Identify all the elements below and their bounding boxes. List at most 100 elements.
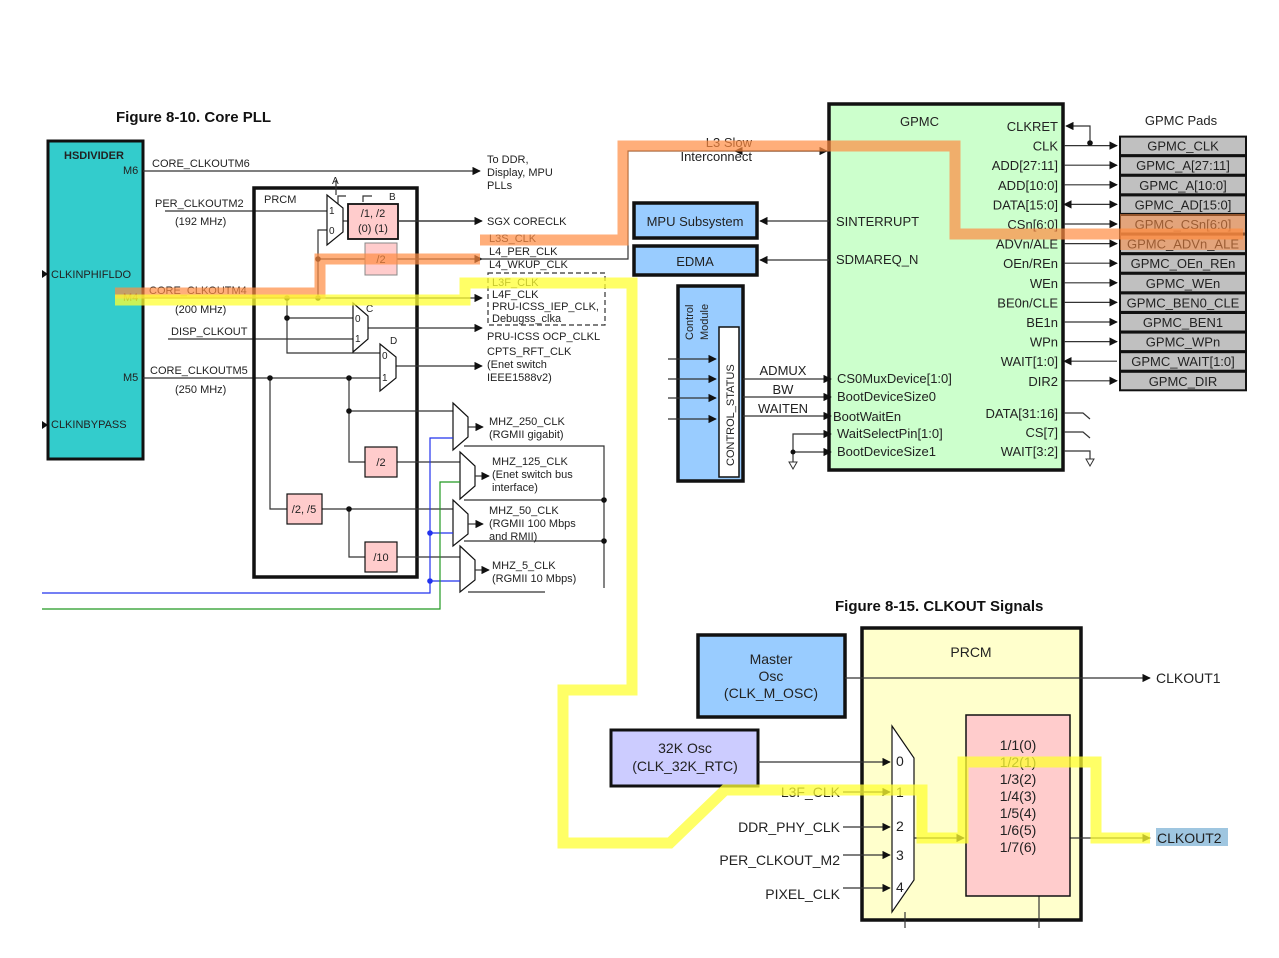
mux-index: 3 [896, 847, 904, 863]
out-mhz125-3: interface) [492, 482, 538, 494]
svg-text:MPU Subsystem: MPU Subsystem [647, 214, 744, 229]
svg-text:Osc: Osc [759, 668, 784, 684]
signal-waiten: WAITEN [758, 401, 808, 416]
svg-text:PRCM: PRCM [950, 644, 991, 660]
out-mhz5-2: (RGMII 10 Mbps) [492, 573, 576, 585]
signal-bw: BW [773, 382, 795, 397]
svg-text:0: 0 [382, 351, 388, 362]
signal-core-clkoutm6: CORE_CLKOUTM6 [152, 158, 250, 170]
out-l4f: L4F_CLK [492, 289, 539, 301]
clkout-divider-box [965, 714, 1071, 897]
ground-icon [1085, 458, 1095, 468]
interconnect-label-2: Interconnect [680, 149, 752, 164]
mux-label-b: B [389, 192, 396, 203]
gpmc-pad [1119, 351, 1247, 372]
gpmc-pad-label: GPMC_A[27:11] [1136, 158, 1230, 173]
out-to-ddr-1: To DDR, [487, 154, 529, 166]
gpmc-pad [1119, 292, 1247, 313]
gpmc-port: CSn[6:0] [1007, 217, 1058, 232]
mux-input-pixel-clk: PIXEL_CLK [765, 886, 840, 902]
out-to-ddr-2: Display, MPU [487, 167, 553, 179]
signal-core-clkoutm5: CORE_CLKOUTM5 [150, 365, 248, 377]
divider-option: 1/3(2) [1000, 771, 1037, 787]
mux-c: 0 1 C [352, 301, 373, 354]
out-mhz5-1: MHZ_5_CLK [492, 560, 556, 572]
gpmc-pad [1119, 194, 1247, 215]
out-debugss: Debugss_clka [492, 313, 562, 325]
gpmc-port: ADD[10:0] [998, 178, 1058, 193]
gpmc-pad [1119, 155, 1247, 176]
gpmc-port: WAIT[1:0] [1001, 354, 1058, 369]
gpmc-right-ports: CLKRETCLKADD[27:11]ADD[10:0]DATA[15:0]CS… [986, 119, 1118, 468]
out-to-ddr-3: PLLs [487, 180, 513, 192]
divider-option: 1/1(0) [1000, 737, 1037, 753]
divider-option: 1/6(5) [1000, 822, 1037, 838]
port-waitsel: WaitSelectPin[1:0] [837, 426, 943, 441]
mux-label-a: A [332, 176, 339, 187]
gpmc-port: WPn [1030, 335, 1058, 350]
select-line-blue [42, 437, 453, 594]
port-bootsize0: BootDeviceSize0 [837, 389, 936, 404]
mux-d: 0 1 D [379, 336, 397, 393]
svg-text:0: 0 [329, 226, 335, 237]
gpmc-port: BE0n/CLE [997, 295, 1058, 310]
clkout1-label: CLKOUT1 [1156, 670, 1221, 686]
gpmc-pad-label: GPMC_WPn [1146, 335, 1220, 350]
out-mhz125-2: (Enet switch bus [492, 469, 573, 481]
gpmc-pads: GPMC_CLKGPMC_A[27:11]GPMC_A[10:0]GPMC_AD… [1119, 135, 1247, 392]
svg-text:(0) (1): (0) (1) [358, 223, 388, 235]
gpmc-pad-label: GPMC_DIR [1149, 374, 1218, 389]
mux-a: 1 0 A [326, 176, 344, 247]
port-sinterrupt: SINTERRUPT [836, 214, 919, 229]
gpmc-pad [1119, 312, 1247, 333]
svg-text:/10: /10 [373, 552, 388, 564]
svg-text:1: 1 [382, 373, 388, 384]
gpmc-port: WEn [1030, 276, 1058, 291]
gpmc-port: CLK [1033, 139, 1059, 154]
gpmc-pad-label: GPMC_WEn [1146, 276, 1220, 291]
gpmc-pad [1119, 272, 1247, 294]
port-clkinbypass: CLKINBYPASS [51, 419, 127, 431]
gpmc-pad-label: GPMC_BEN0_CLE [1127, 295, 1240, 310]
gpmc-pad [1119, 370, 1247, 392]
out-sgx: SGX CORECLK [487, 216, 567, 228]
mpu-subsystem-block: MPU Subsystem [632, 201, 759, 240]
control-module-label-2: Module [699, 304, 711, 340]
port-bootwait: BootWaitEn [833, 409, 901, 424]
divider-2-mid: /2 [364, 446, 398, 478]
gpmc-unused-port: WAIT[3:2] [1001, 444, 1058, 459]
divider-option: 1/4(3) [1000, 788, 1037, 804]
signal-disp-clkout: DISP_CLKOUT [171, 326, 248, 338]
prcm-core-label: PRCM [264, 194, 296, 206]
out-l4-per: L4_PER_CLK [489, 246, 558, 258]
ethernet-muxes [452, 401, 476, 594]
svg-text:/1, /2: /1, /2 [361, 208, 385, 220]
out-mhz250-2: (RGMII gigabit) [489, 429, 564, 441]
svg-text:/2, /5: /2, /5 [292, 504, 316, 516]
gpmc-pad-label: GPMC_CLK [1147, 139, 1219, 154]
signal-per-clkoutm2-freq: (192 MHz) [175, 216, 226, 228]
mux-index: 0 [896, 753, 904, 769]
out-cpts-2: (Enet switch [487, 359, 547, 371]
port-m5: M5 [123, 372, 138, 384]
control-status-label: CONTROL_STATUS [725, 364, 737, 466]
signal-core-clkoutm4-freq: (200 MHz) [175, 304, 226, 316]
svg-text:(CLK_32K_RTC): (CLK_32K_RTC) [632, 758, 738, 774]
gpmc-port: ADD[27:11] [992, 158, 1058, 173]
gpmc-pad-label: GPMC_AD[15:0] [1135, 197, 1232, 212]
clkout-divider-list: 1/1(0)1/2(1)1/3(2)1/4(3)1/5(4)1/6(5)1/7(… [1000, 737, 1037, 855]
junction-dot [601, 538, 607, 544]
out-cpts-1: CPTS_RFT_CLK [487, 346, 572, 358]
signal-core-clkoutm5-freq: (250 MHz) [175, 384, 226, 396]
divider-2-5: /2, /5 [286, 493, 323, 525]
svg-text:(CLK_M_OSC): (CLK_M_OSC) [724, 685, 818, 701]
port-clkinphifldo: CLKINPHIFLDO [51, 269, 132, 281]
gpmc-port: DIR2 [1028, 374, 1058, 389]
mux-input-ddr-phy: DDR_PHY_CLK [738, 819, 841, 835]
svg-text:1: 1 [329, 206, 335, 217]
core-pll-title: Figure 8-10. Core PLL [116, 109, 271, 126]
gpmc-pad [1119, 253, 1247, 274]
control-module-label-1: Control [684, 305, 696, 340]
gpmc-pads-title: GPMC Pads [1145, 113, 1218, 128]
